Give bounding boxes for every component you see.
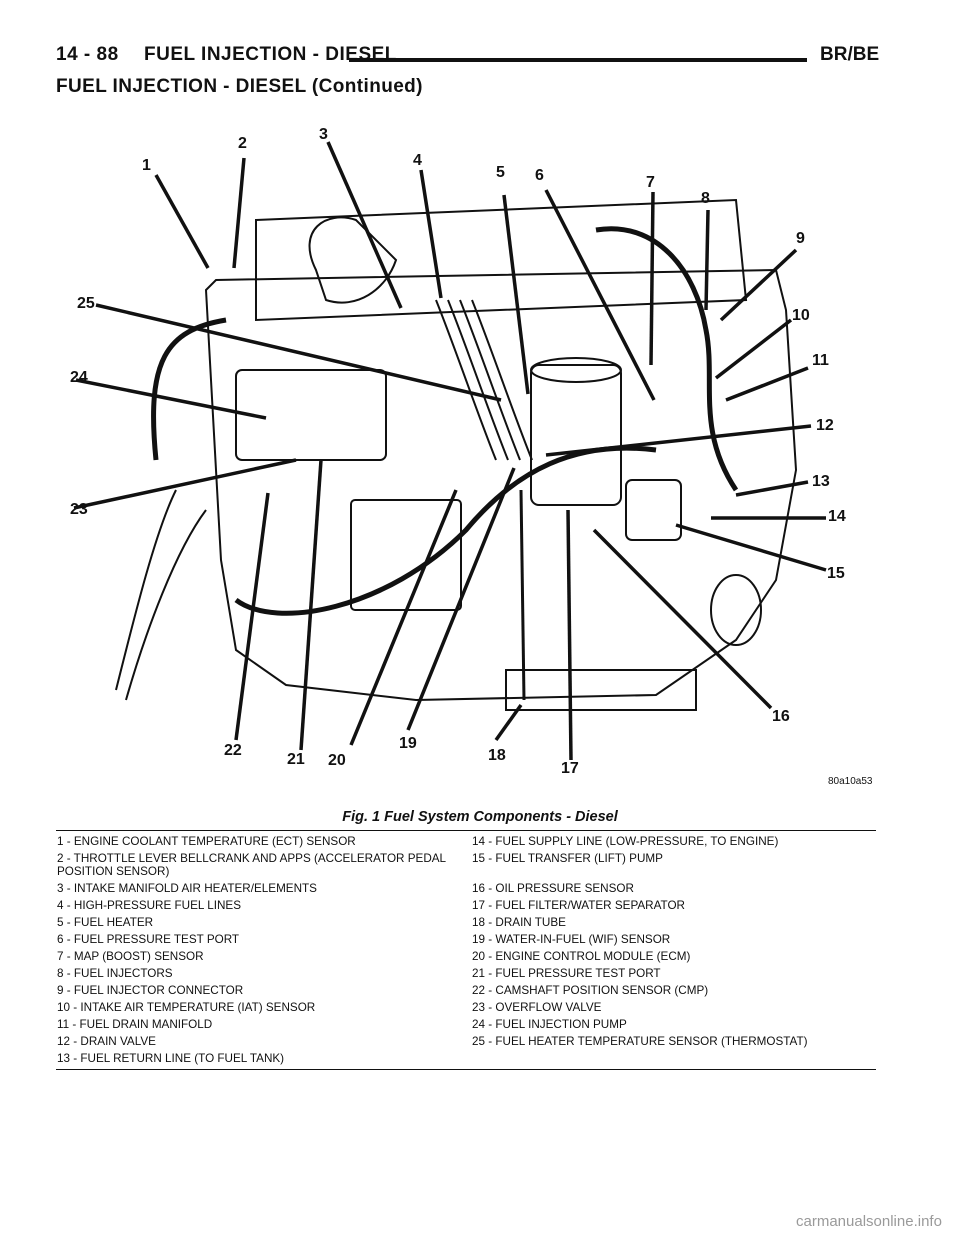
callout-8: 8 xyxy=(701,190,710,207)
callout-21: 21 xyxy=(287,751,305,768)
legend-item: 15 - FUEL TRANSFER (LIFT) PUMP xyxy=(472,852,663,865)
callout-10: 10 xyxy=(792,307,810,324)
legend-item: 13 - FUEL RETURN LINE (TO FUEL TANK) xyxy=(57,1052,285,1065)
watermark-link[interactable]: carmanualsonline.info xyxy=(796,1213,942,1230)
callout-3: 3 xyxy=(319,126,328,143)
callout-24: 24 xyxy=(70,369,88,386)
callout-22: 22 xyxy=(224,742,242,759)
header-rule xyxy=(349,58,807,62)
legend-item: 10 - INTAKE AIR TEMPERATURE (IAT) SENSOR xyxy=(57,1001,316,1014)
legend-item: 9 - FUEL INJECTOR CONNECTOR xyxy=(57,984,244,997)
legend-item: 24 - FUEL INJECTION PUMP xyxy=(472,1018,627,1031)
legend-item: 23 - OVERFLOW VALVE xyxy=(472,1001,602,1014)
legend-item: 1 - ENGINE COOLANT TEMPERATURE (ECT) SEN… xyxy=(57,835,356,848)
legend-item: 11 - FUEL DRAIN MANIFOLD xyxy=(57,1018,213,1031)
callout-1: 1 xyxy=(142,157,151,174)
section-title: FUEL INJECTION - DIESEL (Continued) xyxy=(56,76,423,97)
page-number: 14 - 88 xyxy=(56,44,119,65)
callout-9: 9 xyxy=(796,230,805,247)
page-header: 14 - 88 FUEL INJECTION - DIESEL BR/BE FU… xyxy=(0,0,960,110)
callout-5: 5 xyxy=(496,164,505,181)
legend-item: 7 - MAP (BOOST) SENSOR xyxy=(57,950,204,963)
legend-item: 3 - INTAKE MANIFOLD AIR HEATER/ELEMENTS xyxy=(57,882,317,895)
legend-item: 5 - FUEL HEATER xyxy=(57,916,154,929)
callout-18: 18 xyxy=(488,747,506,764)
callout-15: 15 xyxy=(827,565,845,582)
legend-item: 8 - FUEL INJECTORS xyxy=(57,967,173,980)
callout-14: 14 xyxy=(828,508,846,525)
callout-17: 17 xyxy=(561,760,579,777)
callout-7: 7 xyxy=(646,174,655,191)
legend-item: 4 - HIGH-PRESSURE FUEL LINES xyxy=(57,899,242,912)
callout-19: 19 xyxy=(399,735,417,752)
legend-item: 19 - WATER-IN-FUEL (WIF) SENSOR xyxy=(472,933,671,946)
callout-20: 20 xyxy=(328,752,346,769)
callout-11: 11 xyxy=(812,352,829,369)
callout-4: 4 xyxy=(413,152,422,169)
legend-item: 16 - OIL PRESSURE SENSOR xyxy=(472,882,634,895)
legend-left-column: 1 - ENGINE COOLANT TEMPERATURE (ECT) SEN… xyxy=(57,833,457,1067)
legend-item: 14 - FUEL SUPPLY LINE (LOW-PRESSURE, TO … xyxy=(472,835,779,848)
chapter-title: FUEL INJECTION - DIESEL xyxy=(144,44,397,65)
legend-bottom-rule xyxy=(56,1069,876,1070)
model-code: BR/BE xyxy=(820,44,880,65)
figure-caption: Fig. 1 Fuel System Components - Diesel xyxy=(342,809,618,825)
figure-code: 80a10a53 xyxy=(828,776,873,787)
legend-item: 2 - THROTTLE LEVER BELLCRANK AND APPS (A… xyxy=(57,852,446,878)
legend-item: 6 - FUEL PRESSURE TEST PORT xyxy=(57,933,240,946)
legend-item: 22 - CAMSHAFT POSITION SENSOR (CMP) xyxy=(472,984,709,997)
callout-23: 23 xyxy=(70,501,88,518)
legend-item: 12 - DRAIN VALVE xyxy=(57,1035,156,1048)
engine-illustration xyxy=(73,141,827,761)
legend-item: 21 - FUEL PRESSURE TEST PORT xyxy=(472,967,661,980)
callout-12: 12 xyxy=(816,417,834,434)
legend-item: 20 - ENGINE CONTROL MODULE (ECM) xyxy=(472,950,691,963)
legend-right-column: 14 - FUEL SUPPLY LINE (LOW-PRESSURE, TO … xyxy=(472,833,872,1050)
callout-6: 6 xyxy=(535,167,544,184)
callout-16: 16 xyxy=(772,708,790,725)
legend-item: 17 - FUEL FILTER/WATER SEPARATOR xyxy=(472,899,686,912)
callout-2: 2 xyxy=(238,135,247,152)
legend-item: 18 - DRAIN TUBE xyxy=(472,916,566,929)
legend-item: 25 - FUEL HEATER TEMPERATURE SENSOR (THE… xyxy=(472,1035,808,1048)
legend-top-rule xyxy=(56,830,876,831)
engine-figure: 1 2 3 4 5 6 7 8 9 10 11 12 13 14 15 16 1… xyxy=(56,110,876,810)
callout-13: 13 xyxy=(812,473,830,490)
callout-25: 25 xyxy=(77,295,95,312)
